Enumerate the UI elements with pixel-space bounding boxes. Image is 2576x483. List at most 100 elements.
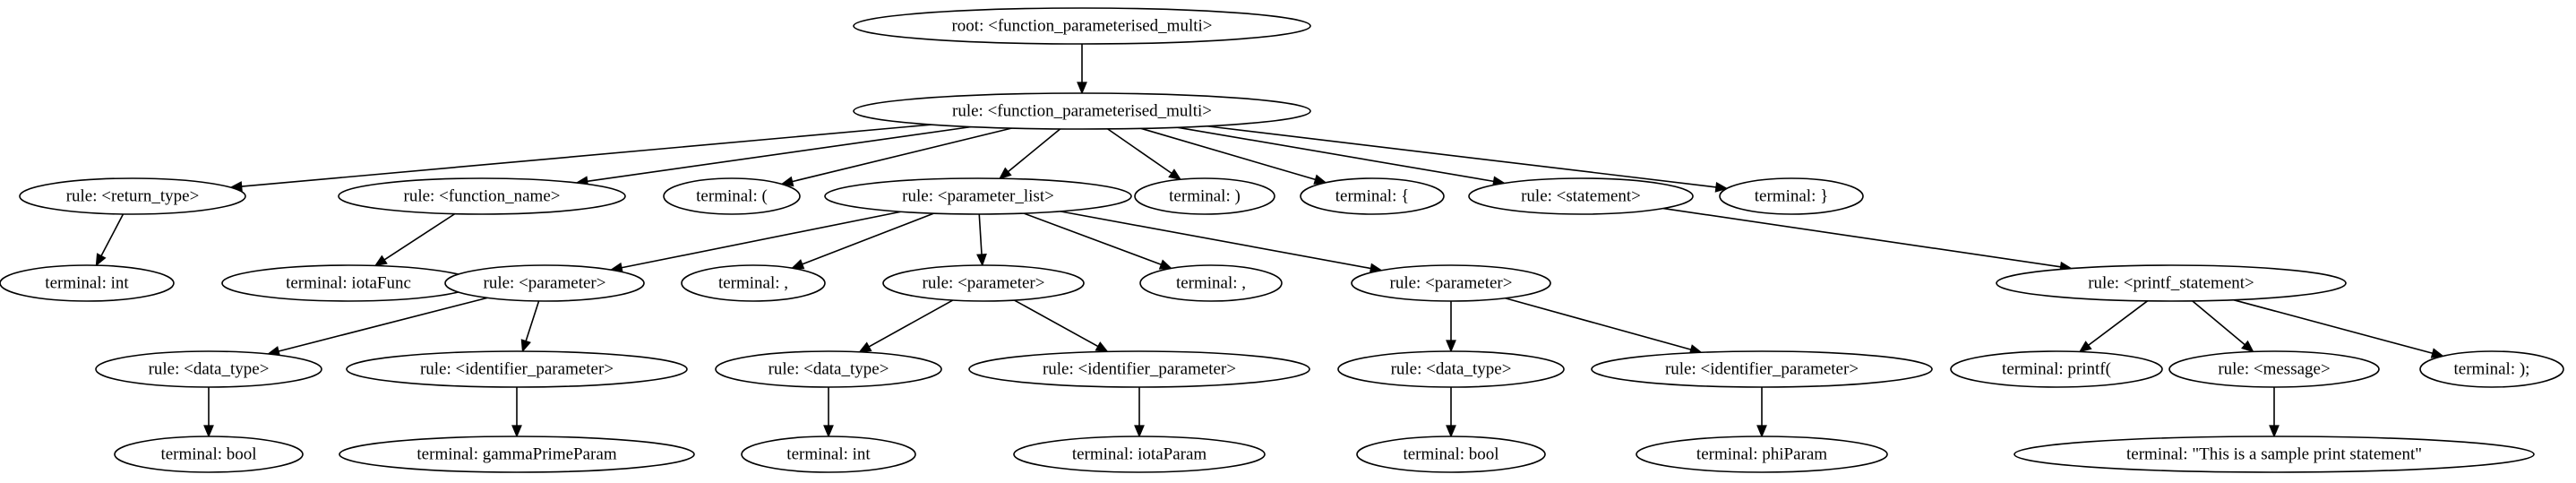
arrowhead-icon bbox=[2078, 341, 2092, 353]
tree-node-t-int-2: terminal: int bbox=[741, 436, 916, 473]
edge-message-to-t-string bbox=[2269, 387, 2280, 438]
edge-parameter-list-to-param-3 bbox=[1060, 211, 1383, 274]
edge-root-to-fpm bbox=[1077, 44, 1087, 95]
tree-node-message: rule: <message> bbox=[2168, 350, 2380, 388]
edge-line bbox=[1662, 207, 2061, 268]
node-ellipse bbox=[1139, 264, 1283, 302]
tree-node-data-type-2: rule: <data_type> bbox=[715, 350, 942, 388]
arrowhead-icon bbox=[520, 339, 531, 353]
node-label: rule: <return_type> bbox=[66, 187, 200, 206]
arrowhead-icon bbox=[1077, 82, 1087, 95]
edge-line bbox=[868, 299, 954, 348]
edge-line bbox=[621, 211, 901, 269]
edge-fpm-to-t-rparen bbox=[1107, 128, 1182, 181]
arrowhead-icon bbox=[998, 167, 1012, 180]
node-ellipse bbox=[1719, 177, 1864, 215]
edge-printf-statement-to-t-semicolon bbox=[2233, 298, 2444, 358]
node-label: terminal: , bbox=[1176, 274, 1246, 293]
node-label: rule: <function_name> bbox=[404, 187, 561, 206]
arrowhead-icon bbox=[1158, 259, 1173, 270]
arrowhead-icon bbox=[1095, 341, 1109, 353]
edge-line bbox=[278, 297, 488, 352]
node-ellipse bbox=[1591, 350, 1933, 388]
arrowhead-icon bbox=[1313, 174, 1327, 185]
parse-tree-nodes: root: <function_parameterised_multi>rule… bbox=[0, 7, 2564, 473]
edge-param-2-to-data-type-2 bbox=[858, 299, 954, 353]
node-ellipse bbox=[1996, 264, 2347, 302]
tree-node-t-comma-2: terminal: , bbox=[1139, 264, 1283, 302]
arrowhead-icon bbox=[1446, 340, 1456, 353]
node-label: terminal: } bbox=[1755, 187, 1828, 206]
edge-param-1-to-ident-param-1 bbox=[520, 300, 540, 353]
node-label: terminal: { bbox=[1335, 187, 1409, 206]
edge-parameter-list-to-t-comma-2 bbox=[1023, 212, 1173, 270]
node-label: terminal: ) bbox=[1169, 187, 1241, 206]
tree-node-t-int-1: terminal: int bbox=[0, 264, 175, 302]
node-ellipse bbox=[2168, 350, 2380, 388]
node-ellipse bbox=[1636, 436, 1888, 473]
edge-line bbox=[1014, 299, 1099, 348]
arrowhead-icon bbox=[1168, 168, 1182, 181]
edge-line bbox=[792, 127, 1012, 183]
node-ellipse bbox=[2014, 436, 2535, 473]
node-label: terminal: ); bbox=[2454, 360, 2530, 379]
tree-node-data-type-1: rule: <data_type> bbox=[95, 350, 322, 388]
tree-node-ident-param-1: rule: <identifier_parameter> bbox=[346, 350, 688, 388]
node-label: terminal: phiParam bbox=[1696, 445, 1827, 464]
tree-node-data-type-3: rule: <data_type> bbox=[1337, 350, 1565, 388]
arrowhead-icon bbox=[511, 425, 522, 438]
tree-node-param-2: rule: <parameter> bbox=[882, 264, 1085, 302]
edge-param-3-to-data-type-3 bbox=[1446, 301, 1456, 353]
edge-line bbox=[1007, 128, 1061, 173]
node-ellipse bbox=[114, 436, 304, 473]
edge-line bbox=[1206, 125, 1717, 188]
edge-parameter-list-to-param-1 bbox=[609, 211, 901, 273]
tree-node-t-rbrace: terminal: } bbox=[1719, 177, 1864, 215]
tree-node-fpm: rule: <function_parameterised_multi> bbox=[853, 92, 1311, 130]
edge-parameter-list-to-t-comma-1 bbox=[790, 212, 934, 270]
edge-printf-statement-to-message bbox=[2192, 300, 2254, 353]
edge-statement-to-printf-statement bbox=[1662, 207, 2074, 272]
edge-param-1-to-data-type-1 bbox=[266, 297, 488, 357]
tree-node-t-phi: terminal: phiParam bbox=[1636, 436, 1888, 473]
edge-line bbox=[100, 213, 125, 256]
node-ellipse bbox=[0, 264, 175, 302]
tree-node-t-gamma: terminal: gammaPrimeParam bbox=[339, 436, 695, 473]
node-ellipse bbox=[1337, 350, 1565, 388]
arrowhead-icon bbox=[1714, 181, 1729, 193]
tree-node-param-1: rule: <parameter> bbox=[444, 264, 645, 302]
node-ellipse bbox=[741, 436, 916, 473]
node-ellipse bbox=[1356, 436, 1546, 473]
edge-param-2-to-ident-param-2 bbox=[1014, 299, 1109, 353]
edge-line bbox=[2233, 298, 2434, 355]
tree-node-ident-param-3: rule: <identifier_parameter> bbox=[1591, 350, 1933, 388]
tree-node-t-iotaparam: terminal: iotaParam bbox=[1013, 436, 1266, 473]
node-ellipse bbox=[715, 350, 942, 388]
tree-node-function-name: rule: <function_name> bbox=[338, 177, 626, 215]
arrowhead-icon bbox=[1446, 425, 1456, 438]
node-label: rule: <function_parameterised_multi> bbox=[952, 102, 1212, 121]
node-ellipse bbox=[1351, 264, 1551, 302]
tree-node-t-printf: terminal: printf( bbox=[1950, 350, 2163, 388]
node-ellipse bbox=[444, 264, 645, 302]
edge-line bbox=[525, 300, 540, 341]
edge-fpm-to-parameter-list bbox=[998, 128, 1061, 180]
node-label: rule: <message> bbox=[2218, 360, 2330, 379]
tree-node-t-string: terminal: "This is a sample print statem… bbox=[2014, 436, 2535, 473]
arrowhead-icon bbox=[780, 176, 794, 187]
edge-return-type-to-t-int-1 bbox=[95, 213, 125, 267]
tree-node-t-rparen: terminal: ) bbox=[1134, 177, 1275, 215]
node-label: terminal: "This is a sample print statem… bbox=[2126, 445, 2422, 464]
arrowhead-icon bbox=[858, 341, 872, 353]
tree-node-t-bool-1: terminal: bool bbox=[114, 436, 304, 473]
node-label: terminal: ( bbox=[696, 187, 768, 206]
node-ellipse bbox=[1950, 350, 2163, 388]
tree-node-t-lparen: terminal: ( bbox=[663, 177, 801, 215]
node-label: root: <function_parameterised_multi> bbox=[951, 17, 1212, 36]
node-label: terminal: iotaParam bbox=[1072, 445, 1207, 464]
edge-line bbox=[1060, 211, 1371, 270]
node-label: rule: <statement> bbox=[1521, 187, 1641, 206]
edge-fpm-to-t-lbrace bbox=[1140, 127, 1327, 185]
node-ellipse bbox=[968, 350, 1310, 388]
node-label: rule: <data_type> bbox=[149, 360, 270, 379]
